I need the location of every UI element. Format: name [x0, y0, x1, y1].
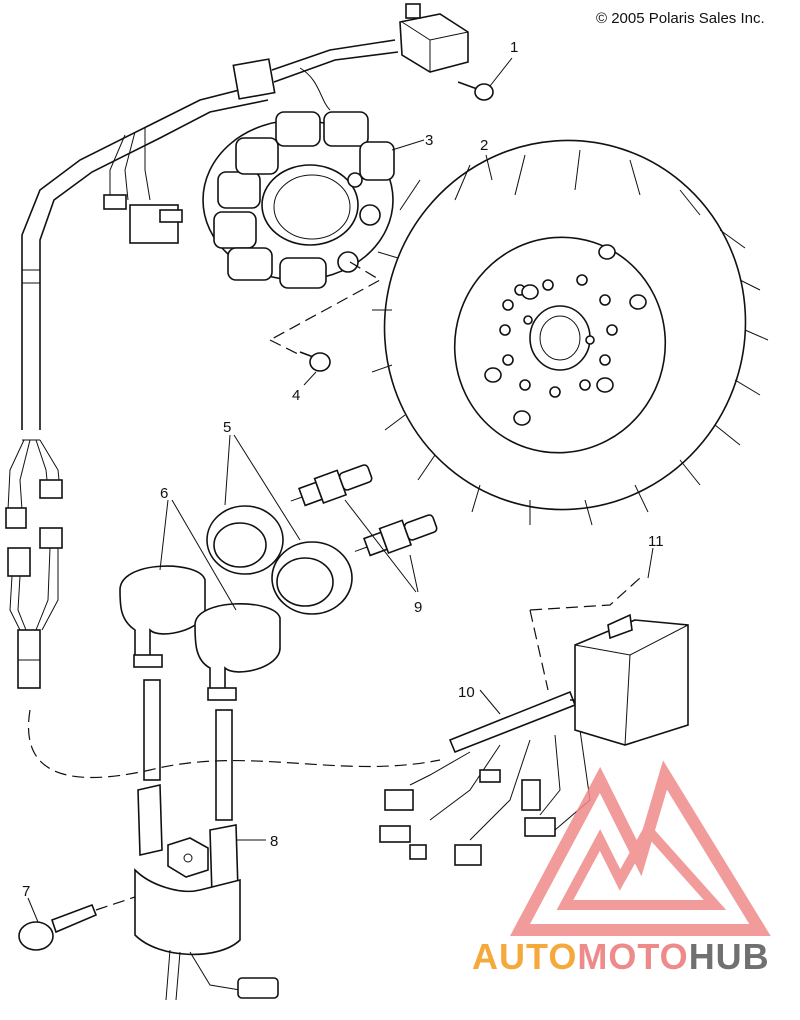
- callout-4: 4: [292, 387, 300, 404]
- callout-9: 9: [414, 599, 422, 616]
- watermark-logo-text: AUTOMOTOHUB: [472, 936, 770, 978]
- callout-labels: 1 2 3 4 5 6 7 8 9 10 11: [22, 39, 664, 900]
- callout-8: 8: [270, 833, 278, 850]
- callout-6: 6: [160, 485, 168, 502]
- callout-2: 2: [480, 137, 488, 154]
- callout-1: 1: [510, 39, 518, 56]
- part-1-voltage-module: [399, 3, 513, 101]
- part-5-cap-seals: [206, 434, 353, 615]
- watermark-moto: MOTO: [577, 936, 689, 977]
- watermark-auto: AUTO: [472, 936, 578, 977]
- part-2-flywheel: [371, 139, 769, 526]
- part-6-plug-boots: [119, 499, 281, 701]
- part-9-spark-plugs: [290, 464, 438, 593]
- part-11-cdi-box: [529, 547, 689, 746]
- part-8-ignition-coil: [134, 679, 279, 1001]
- callout-11: 11: [648, 533, 664, 550]
- watermark-hub: HUB: [688, 936, 770, 977]
- wiring-harness: [5, 39, 399, 689]
- callout-3: 3: [425, 132, 433, 149]
- callout-10: 10: [458, 684, 475, 701]
- copyright-notice: © 2005 Polaris Sales Inc.: [596, 10, 765, 27]
- watermark-logo-mark: [510, 760, 771, 936]
- callout-7: 7: [22, 883, 30, 900]
- part-10-harness: [28, 689, 593, 866]
- part-3-stator: [202, 111, 425, 289]
- callout-5: 5: [223, 419, 231, 436]
- part-7-bolt: [18, 896, 136, 951]
- part-4-screw: [269, 261, 382, 386]
